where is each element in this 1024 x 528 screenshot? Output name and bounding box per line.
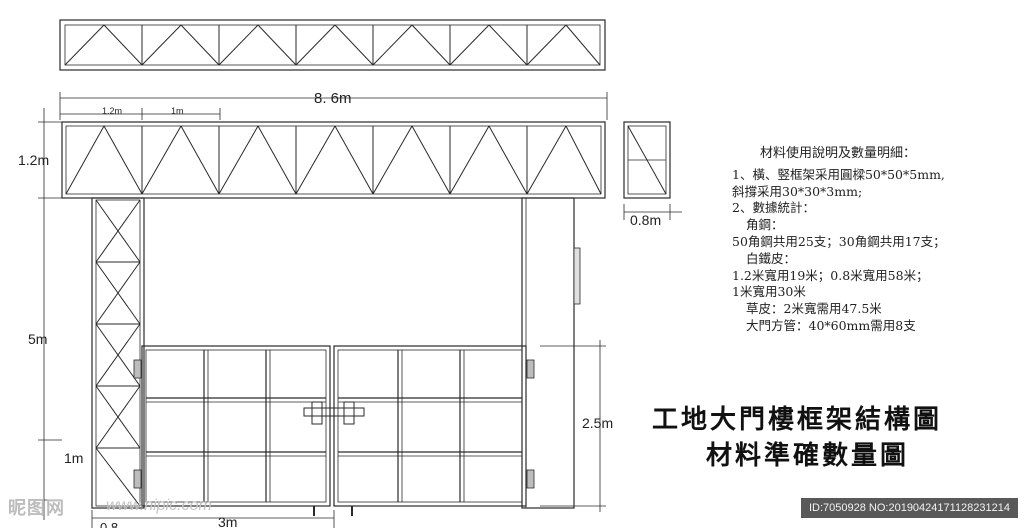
notes-line: 草皮：2米寬需用47.5米 <box>746 301 882 317</box>
pillar-height-label: 5m <box>28 331 47 347</box>
notes-title: 材料使用說明及數量明細： <box>760 146 917 161</box>
pillar-width-label: 0.8 <box>100 520 118 528</box>
top-plan-truss-bracing <box>64 24 601 66</box>
notes-line: 1、橫、竪框架采用圓樑50*50*5mm, <box>732 166 945 182</box>
overall-width-label: 8. 6m <box>314 90 352 107</box>
notes-line: 大門方管：40*60mm需用8支 <box>746 317 916 333</box>
notes-line: 白鐵皮： <box>746 250 797 266</box>
front-top-truss <box>61 121 606 199</box>
gate-height-dimension <box>540 340 606 512</box>
gate-height-label: 2.5m <box>582 415 613 431</box>
front-top-truss-bracing <box>65 125 602 195</box>
notes-line: 1米寬用30米 <box>732 284 806 300</box>
notes-line: 斜撐采用30*30*3mm; <box>732 183 863 199</box>
drawing-title-line-2: 材料準確數量圖 <box>706 441 910 471</box>
bottom-width-dimension <box>91 510 335 528</box>
base-height-label: 1m <box>64 450 83 466</box>
watermark-url: www.nipic.com <box>106 497 212 514</box>
notes-line: 2、數據統計： <box>732 200 815 216</box>
segment-b-label: 1m <box>171 106 184 116</box>
watermark-id: ID:7050928 NO:20190424171128231214 <box>800 498 1018 518</box>
watermark-logo: 昵图网 <box>8 498 65 519</box>
segment-a-label: 1.2m <box>102 106 122 116</box>
left-pillar-truss <box>91 197 145 509</box>
gate-width-label: 3m <box>218 514 237 528</box>
notes-line: 角鋼： <box>746 217 784 233</box>
drawing-title: 工地大門樓框架結構圖 材料準確數量圖 <box>652 402 992 474</box>
overall-width-dimension <box>59 92 608 120</box>
left-dimension-lines <box>38 108 62 520</box>
gate-left-leaf <box>141 345 331 507</box>
notes-line: 50角鋼共用25支；30角鋼共用17支； <box>732 233 946 249</box>
gate-ground-pins <box>313 506 353 516</box>
right-pillar <box>521 197 581 509</box>
drawing-title-line-1: 工地大門樓框架結構圖 <box>652 405 943 435</box>
truss-height-label: 1.2m <box>18 152 49 168</box>
gate-latch <box>303 401 365 425</box>
notes-line: 1.2米寬用19米；0.8米寬用58米； <box>732 267 929 283</box>
top-plan-truss <box>59 19 606 71</box>
gate-right-leaf <box>333 345 527 507</box>
material-notes: 材料使用說明及數量明細： 1、橫、竪框架采用圓樑50*50*5mm, 斜撐采用3… <box>732 146 1022 335</box>
side-section-truss <box>623 121 682 220</box>
truss-depth-label: 0.8m <box>630 212 661 228</box>
